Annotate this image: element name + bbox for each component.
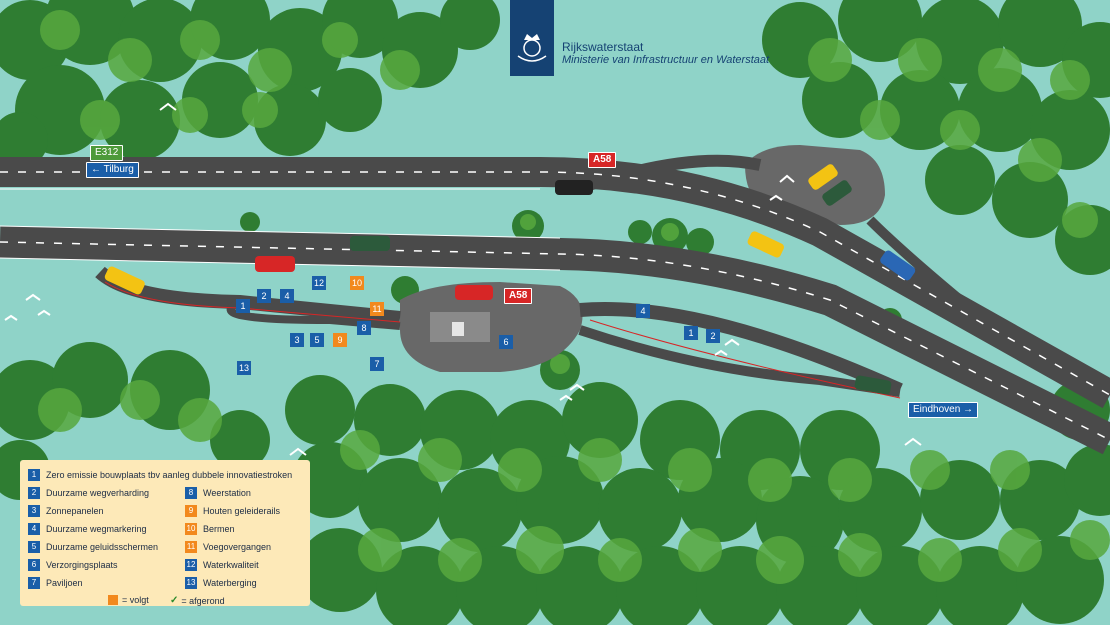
- legend-label: Duurzame wegverharding: [46, 487, 150, 498]
- legend-number: 7: [28, 576, 40, 589]
- legend-label: Waterberging: [203, 577, 257, 588]
- map-marker-5[interactable]: 5: [310, 333, 324, 347]
- legend-item-9: 9 Houten geleiderails: [185, 504, 280, 517]
- tilburg-direction-sign: ← Tilburg: [86, 162, 139, 178]
- map-marker-11[interactable]: 11: [370, 302, 384, 316]
- legend-label: Waterkwaliteit: [203, 559, 259, 570]
- legend-item-6: 6 Verzorgingsplaats: [28, 558, 118, 571]
- legend-number: 2: [28, 486, 40, 499]
- a58-road-sign-center: A58: [504, 288, 533, 304]
- legend-number: 9: [185, 504, 197, 517]
- legend-number: 1: [28, 468, 40, 481]
- legend-key-follow: = volgt: [108, 595, 149, 605]
- legend-key-done: ✓ = afgerond: [170, 595, 225, 606]
- map-marker-9[interactable]: 9: [333, 333, 347, 347]
- org-name: Rijkswaterstaat: [562, 40, 644, 54]
- legend-label: Voegovergangen: [203, 541, 272, 552]
- map-marker-4-right[interactable]: 4: [636, 304, 650, 318]
- legend-number: 6: [28, 558, 40, 571]
- map-marker-7[interactable]: 7: [370, 357, 384, 371]
- legend-label: Duurzame wegmarkering: [46, 523, 147, 534]
- legend-label: Bermen: [203, 523, 235, 534]
- crest-icon: [517, 34, 547, 62]
- legend-panel: 1 Zero emissie bouwplaats tbv aanleg dub…: [20, 460, 310, 606]
- legend-number: 11: [185, 540, 197, 553]
- legend-item-11: 11 Voegovergangen: [185, 540, 271, 553]
- legend-item-12: 12 Waterkwaliteit: [185, 558, 259, 571]
- map-marker-2-right[interactable]: 2: [706, 329, 720, 343]
- legend-item-2: 2 Duurzame wegverharding: [28, 486, 149, 499]
- legend-number: 10: [185, 522, 197, 535]
- legend-label: Paviljoen: [46, 577, 83, 588]
- eindhoven-direction-sign: Eindhoven →: [908, 402, 979, 418]
- rijkswaterstaat-logo: Rijkswaterstaat Ministerie van Infrastru…: [510, 0, 810, 80]
- map-marker-8[interactable]: 8: [357, 321, 371, 335]
- map-marker-12[interactable]: 12: [312, 276, 326, 290]
- legend-item-5: 5 Duurzame geluidsschermen: [28, 540, 158, 553]
- legend-item-4: 4 Duurzame wegmarkering: [28, 522, 147, 535]
- legend-number: 13: [185, 576, 197, 589]
- orange-square-icon: [108, 595, 118, 605]
- legend-key-follow-label: = volgt: [122, 595, 149, 605]
- legend-item-13: 13 Waterberging: [185, 576, 257, 589]
- vehicles: [104, 164, 916, 395]
- birds: [4, 102, 922, 456]
- map-marker-13[interactable]: 13: [237, 361, 251, 375]
- road-network: [0, 145, 1110, 455]
- checkmark-icon: ✓: [170, 595, 179, 606]
- legend-label: Duurzame geluidsschermen: [46, 541, 159, 552]
- map-marker-2[interactable]: 2: [257, 289, 271, 303]
- legend-number: 12: [185, 558, 197, 571]
- legend-item-1: 1 Zero emissie bouwplaats tbv aanleg dub…: [28, 468, 292, 481]
- legend-label: Houten geleiderails: [203, 505, 281, 516]
- map-marker-4[interactable]: 4: [280, 289, 294, 303]
- legend-item-7: 7 Paviljoen: [28, 576, 83, 589]
- legend-label: Verzorgingsplaats: [46, 559, 118, 570]
- legend-key-done-label: = afgerond: [181, 595, 225, 606]
- map-marker-1[interactable]: 1: [236, 299, 250, 313]
- legend-item-10: 10 Bermen: [185, 522, 235, 535]
- legend-number: 3: [28, 504, 40, 517]
- legend-label: Zonnepanelen: [46, 505, 104, 516]
- legend-number: 8: [185, 486, 197, 499]
- legend-item-3: 3 Zonnepanelen: [28, 504, 104, 517]
- a58-road-sign: A58: [588, 152, 617, 168]
- legend-label: Zero emissie bouwplaats tbv aanleg dubbe…: [46, 469, 293, 480]
- legend-number: 4: [28, 522, 40, 535]
- ministry-name: Ministerie van Infrastructuur en Waterst…: [562, 54, 770, 66]
- map-marker-1-right[interactable]: 1: [684, 326, 698, 340]
- map-marker-6[interactable]: 6: [499, 335, 513, 349]
- map-marker-10[interactable]: 10: [350, 276, 364, 290]
- legend-label: Weerstation: [203, 487, 251, 498]
- map-marker-3[interactable]: 3: [290, 333, 304, 347]
- e-route-sign: E312: [90, 145, 124, 161]
- logo-block: [510, 0, 554, 76]
- legend-number: 5: [28, 540, 40, 553]
- legend-item-8: 8 Weerstation: [185, 486, 251, 499]
